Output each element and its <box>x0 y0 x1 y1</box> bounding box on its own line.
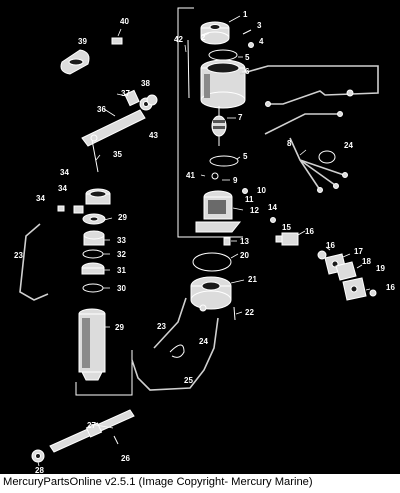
part-hose-left <box>19 223 49 301</box>
part-pin-22 <box>233 306 236 321</box>
callout-label: 5 <box>245 53 250 62</box>
callout-label: 15 <box>282 223 291 232</box>
part-clip-ring-right <box>318 150 336 164</box>
callout-label: 43 <box>149 131 158 140</box>
part-pin-26 <box>113 435 119 445</box>
callout-label: 27 <box>87 421 96 430</box>
part-shaft-27 <box>49 409 135 453</box>
part-reservoir-cylinder <box>78 308 106 381</box>
callout-label: 7 <box>238 113 243 122</box>
callout-label: 23 <box>157 322 166 331</box>
callout-label: 29 <box>115 323 124 332</box>
bracket-43 <box>177 7 243 238</box>
callout-label: 9 <box>233 176 238 185</box>
callout-label: 5 <box>243 152 248 161</box>
callout-label: 23 <box>14 251 23 260</box>
callout-label: 40 <box>120 17 129 26</box>
part-ring-32 <box>82 249 104 259</box>
callout-label: 36 <box>97 105 106 114</box>
callout-label: 34 <box>36 194 45 203</box>
callout-label: 24 <box>344 141 353 150</box>
callout-label: 16 <box>386 283 395 292</box>
part-shaft-36 <box>81 89 158 147</box>
part-oring-20 <box>192 252 232 272</box>
callout-label: 12 <box>250 206 259 215</box>
part-clip-39 <box>60 49 90 75</box>
callout-label: 2 <box>201 33 206 42</box>
callout-label: 32 <box>117 250 126 259</box>
callout-label: 22 <box>245 308 254 317</box>
callout-label: 33 <box>117 236 126 245</box>
callout-label: 38 <box>141 79 150 88</box>
callout-label: 34 <box>58 184 67 193</box>
callout-label: 11 <box>245 195 254 204</box>
part-motor-housing <box>200 59 246 109</box>
callout-label: 39 <box>78 37 87 46</box>
part-hose-23 <box>153 297 187 349</box>
part-screw-13 <box>223 237 231 246</box>
callout-label: 21 <box>248 275 257 284</box>
callout-label: 42 <box>174 35 183 44</box>
part-ring-24-lower <box>169 344 185 358</box>
part-pump-body <box>195 190 242 233</box>
part-washer-16b <box>369 289 377 297</box>
callout-label: 8 <box>287 139 292 148</box>
callout-label: 35 <box>113 150 122 159</box>
part-seal-ring-top <box>208 49 238 61</box>
callout-labels: 1 2 3 4 5 6 42 43 40 39 38 37 36 35 7 5 … <box>14 10 395 474</box>
callout-label: 31 <box>117 266 126 275</box>
part-end-cap <box>200 21 230 45</box>
callout-label: 4 <box>259 37 264 46</box>
part-small-screws <box>242 29 254 48</box>
exploded-view: 1 2 3 4 5 6 42 43 40 39 38 37 36 35 7 5 … <box>14 7 395 474</box>
part-piston-31 <box>81 262 105 275</box>
part-piston-33 <box>83 230 105 246</box>
callout-label: 34 <box>60 168 69 177</box>
callout-label: 18 <box>362 257 371 266</box>
part-pump-21 <box>190 276 232 312</box>
callout-label: 14 <box>268 203 277 212</box>
part-ring-30 <box>82 283 104 293</box>
callout-label: 30 <box>117 284 126 293</box>
part-valve-15 <box>275 232 299 246</box>
part-small-washers <box>211 172 248 194</box>
callout-label: 41 <box>186 171 195 180</box>
callout-label: 16 <box>326 241 335 250</box>
callout-label: 13 <box>240 237 249 246</box>
callout-label: 24 <box>199 337 208 346</box>
callout-label: 37 <box>121 89 130 98</box>
part-seal-ring-lower <box>209 155 239 167</box>
callout-label: 6 <box>245 67 250 76</box>
wire-harness-upper <box>239 65 379 107</box>
part-nut-28 <box>31 449 45 463</box>
callout-label: 26 <box>121 454 130 463</box>
callout-label: 19 <box>376 264 385 273</box>
callout-label: 17 <box>354 247 363 256</box>
part-plate-18 <box>335 261 357 281</box>
parts-diagram: 1 2 3 4 5 6 42 43 40 39 38 37 36 35 7 5 … <box>0 0 400 474</box>
callout-label: 10 <box>257 186 266 195</box>
callout-label: 20 <box>240 251 249 260</box>
part-washer-16a <box>317 250 327 260</box>
part-clamp-34 <box>57 188 111 214</box>
part-reservoir-cap <box>82 213 106 225</box>
callout-label: 28 <box>35 466 44 474</box>
part-hose-25 <box>131 317 219 391</box>
callout-label: 25 <box>184 376 193 385</box>
part-fitting-40 <box>111 37 123 45</box>
callout-label: 3 <box>257 21 262 30</box>
part-wire-harness <box>264 111 348 193</box>
part-long-rod <box>187 39 190 99</box>
part-fitting-14 <box>270 217 276 223</box>
callout-label: 16 <box>305 227 314 236</box>
part-bracket-base <box>75 350 133 396</box>
part-armature <box>211 106 227 146</box>
leader-lines <box>37 15 371 467</box>
part-plate-19 <box>342 277 367 301</box>
callout-label: 1 <box>243 10 248 19</box>
part-rod-35 <box>90 134 99 173</box>
copyright-caption: MercuryPartsOnline v2.5.1 (Image Copyrig… <box>3 476 313 488</box>
callout-label: 29 <box>118 213 127 222</box>
